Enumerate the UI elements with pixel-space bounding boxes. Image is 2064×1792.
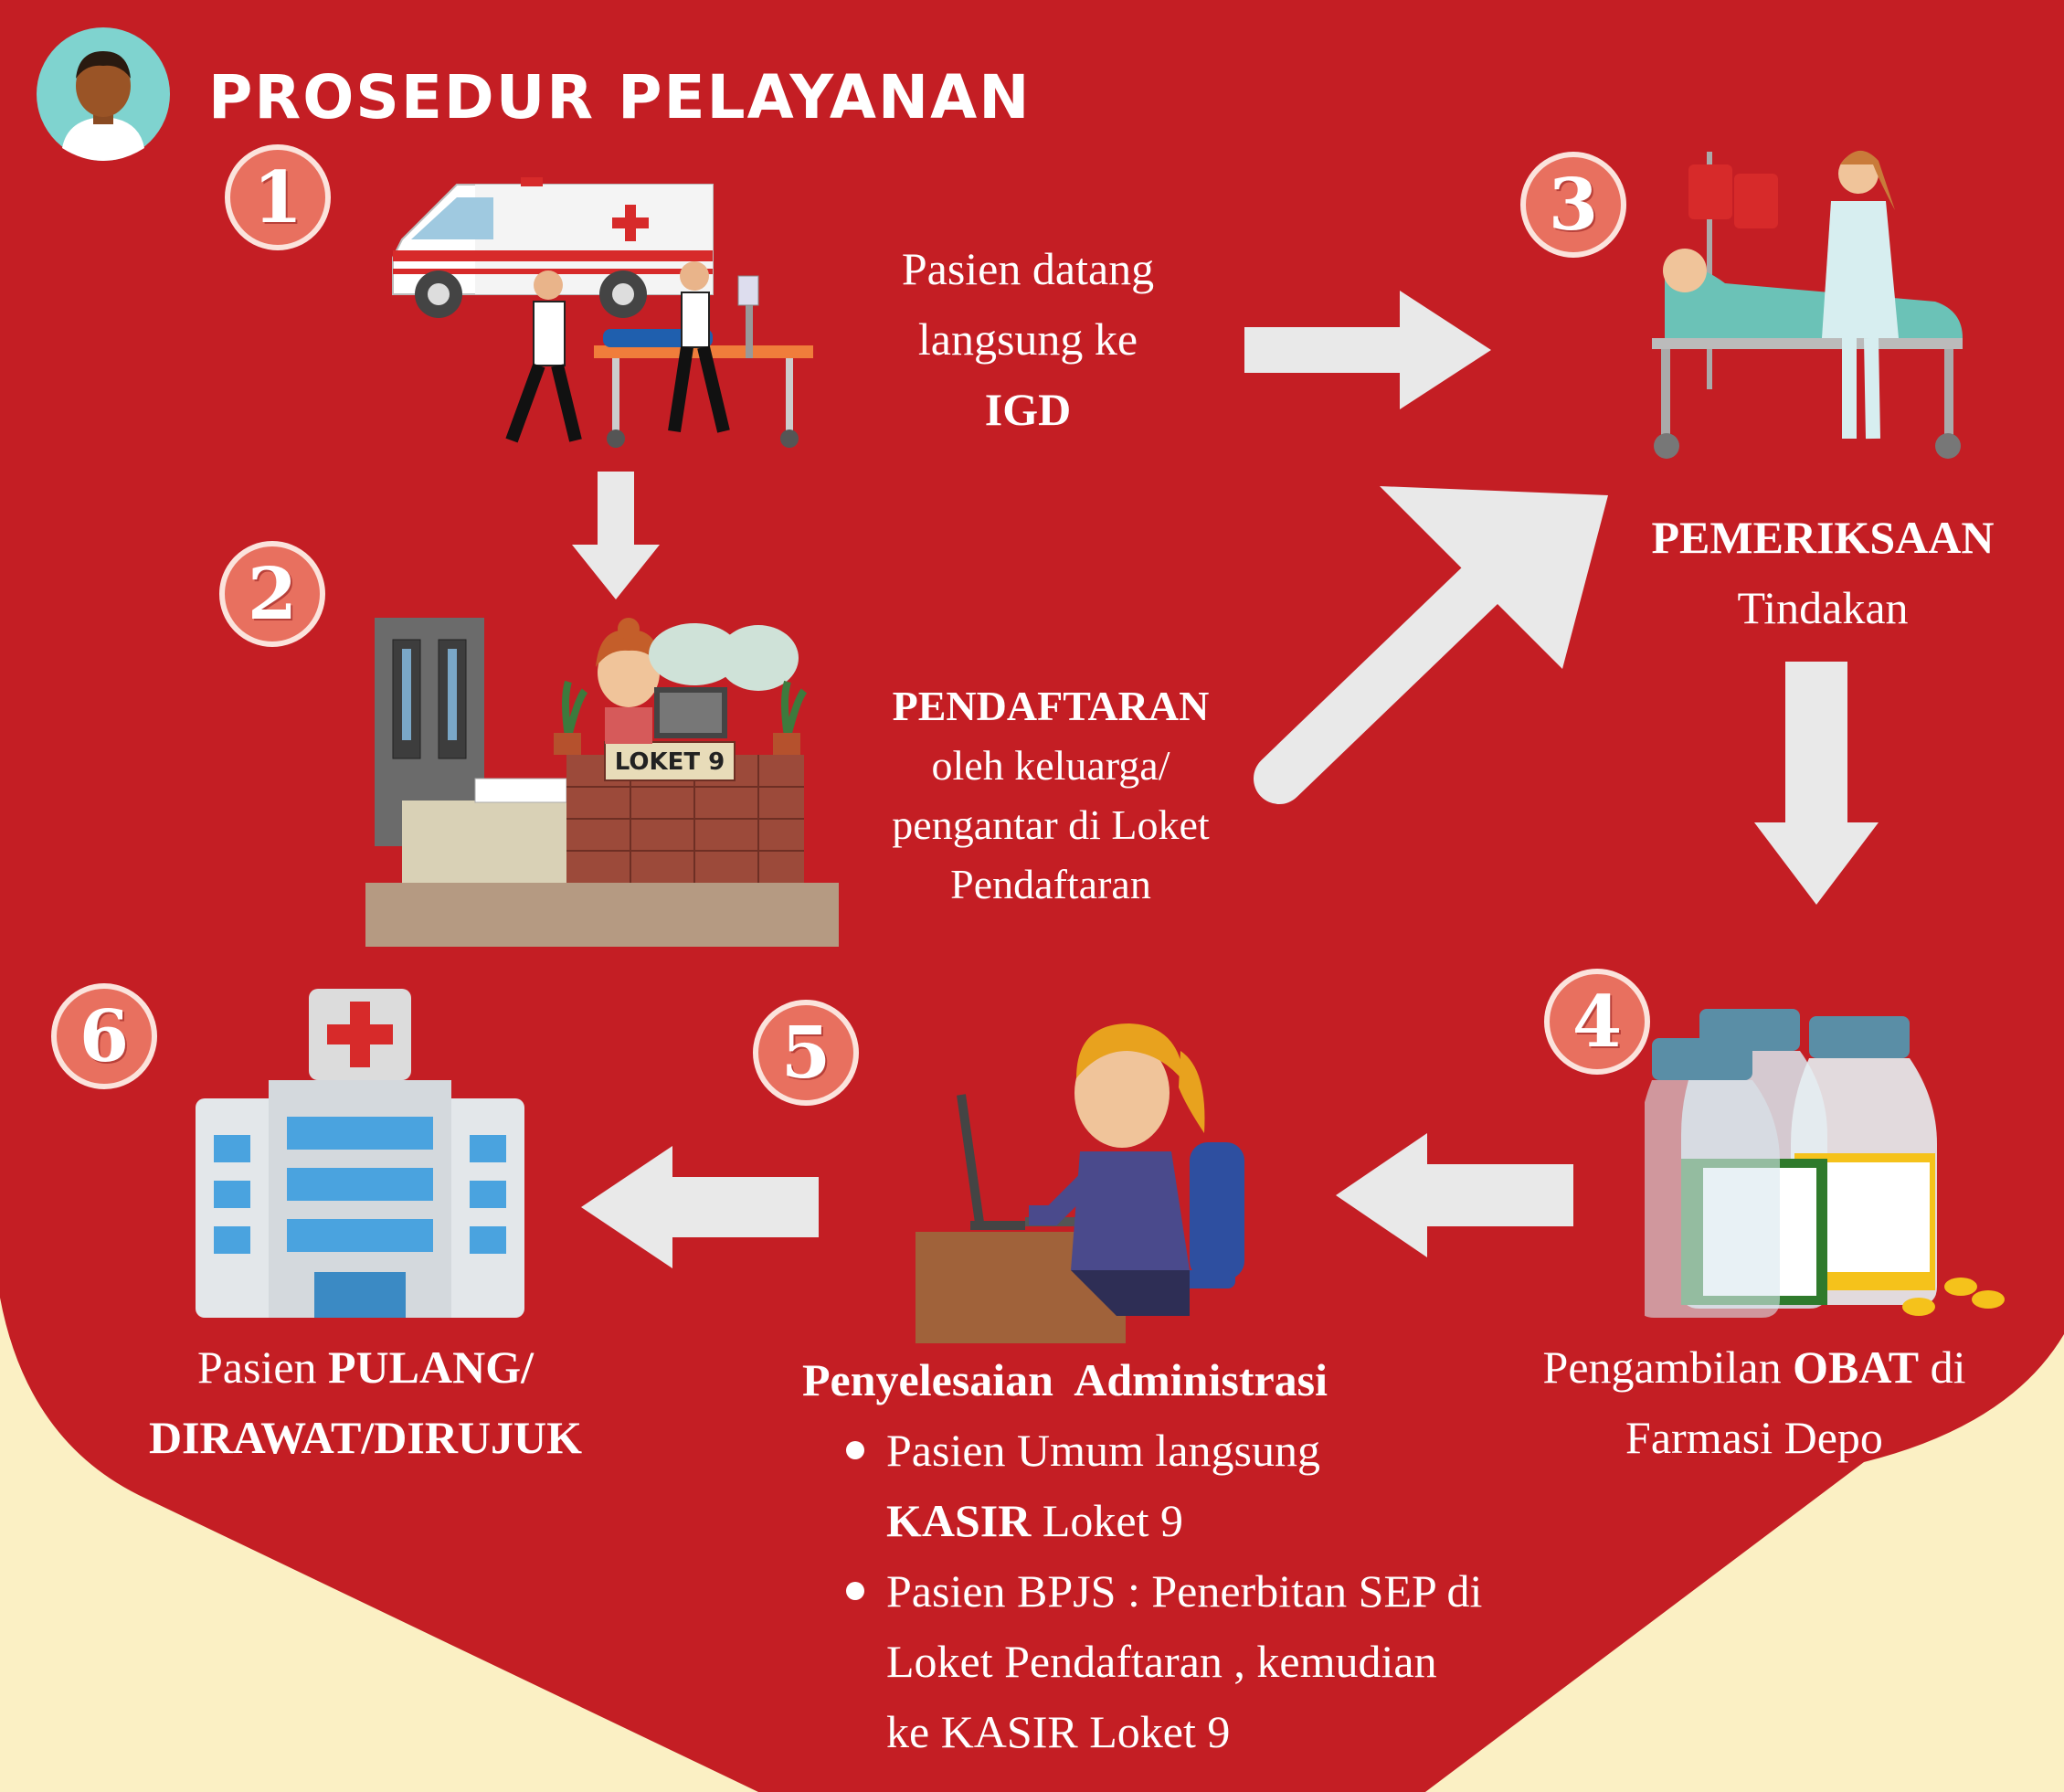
arrow-left-5-to-6: [581, 1146, 819, 1268]
bullet-dot: [846, 1441, 864, 1459]
step-1-text: Pasien datang langsung ke IGD: [827, 234, 1229, 445]
step-1-line3: IGD: [984, 384, 1072, 435]
step-6-badge: 6: [51, 983, 157, 1089]
step-4-prefix: Pengambilan: [1542, 1341, 1794, 1393]
step-6-line1: Pasien PULANG/: [91, 1332, 640, 1403]
step-5-b2-line1: Pasien BPJS : Penerbitan SEP di: [886, 1565, 1483, 1617]
step-1-badge: 1: [225, 144, 331, 250]
registration-counter-icon: LOKET 9: [365, 618, 839, 947]
step-2-text: PENDAFTARAN oleh keluarga/ pengantar di …: [841, 676, 1261, 914]
step-5-b2-line2: Loket Pendaftaran , kemudian: [886, 1636, 1437, 1687]
step-5-b1-rest: Loket 9: [1031, 1495, 1184, 1546]
step-5-b2-line3: ke KASIR Loket 9: [886, 1706, 1231, 1757]
arrow-left-4-to-5: [1336, 1133, 1573, 1257]
step-6-text: Pasien PULANG/ DIRAWAT/DIRUJUK: [91, 1332, 640, 1473]
step-6-line2: DIRAWAT/DIRUJUK: [148, 1412, 583, 1463]
step-6-bold: PULANG/: [328, 1341, 535, 1393]
step-4-badge: 4: [1544, 969, 1650, 1075]
step-4-line1: Pengambilan OBAT di: [1480, 1332, 2028, 1403]
bullet-dot: [846, 1582, 864, 1600]
hospital-icon: [196, 989, 524, 1318]
step-4-line2: Farmasi Depo: [1625, 1412, 1883, 1463]
step-3-text: PEMERIKSAAN Tindakan: [1617, 503, 2028, 643]
arrow-down-1-to-2: [572, 472, 660, 599]
step-5-b1-bold: KASIR: [886, 1495, 1032, 1546]
ambulance-icon: [392, 177, 813, 448]
patient-bed-icon: [1652, 150, 1963, 459]
counter-sign: LOKET 9: [615, 748, 725, 776]
step-2-line2: oleh keluarga/: [931, 742, 1170, 789]
page-title: PROSEDUR PELAYANAN: [208, 62, 1032, 133]
medicine-bottles-icon: [1645, 1009, 2005, 1318]
step-6-prefix: Pasien: [196, 1341, 329, 1393]
arrow-right-1-to-3: [1244, 291, 1491, 409]
step-3-line1: PEMERIKSAAN: [1651, 512, 1995, 563]
arrow-diagonal-2-to-3: [1254, 486, 1608, 804]
step-5-heading: Penyelesaian Administrasi: [802, 1354, 1328, 1405]
step-4-text: Pengambilan OBAT di Farmasi Depo: [1480, 1332, 2028, 1473]
step-2-line1: PENDAFTARAN: [892, 683, 1210, 729]
step-5-bullet-2: Pasien BPJS : Penerbitan SEP di Loket Pe…: [839, 1556, 1526, 1767]
admin-computer-icon: [916, 1023, 1244, 1343]
step-5-text: Penyelesaian Administrasi Pasien Umum la…: [795, 1345, 1526, 1767]
step-2-line4: Pendaftaran: [950, 861, 1151, 907]
step-5-badge: 5: [753, 1000, 859, 1106]
step-5-bullet-1: Pasien Umum langsung KASIR Loket 9: [839, 1416, 1526, 1556]
step-1-line2: langsung ke: [917, 313, 1138, 365]
step-5-b1-line2: KASIR Loket 9: [886, 1486, 1526, 1556]
step-4-suffix: di: [1919, 1341, 1966, 1393]
arrow-down-3-to-4: [1754, 662, 1879, 905]
step-5-b1-line1: Pasien Umum langsung: [886, 1425, 1320, 1476]
step-2-line3: pengantar di Loket: [892, 801, 1210, 848]
step-3-badge: 3: [1520, 152, 1626, 258]
step-2-badge: 2: [219, 541, 325, 647]
avatar-icon: [37, 27, 170, 161]
step-4-bold: OBAT: [1793, 1341, 1920, 1393]
step-3-line2: Tindakan: [1737, 582, 1909, 633]
step-1-line1: Pasien datang: [901, 243, 1155, 294]
